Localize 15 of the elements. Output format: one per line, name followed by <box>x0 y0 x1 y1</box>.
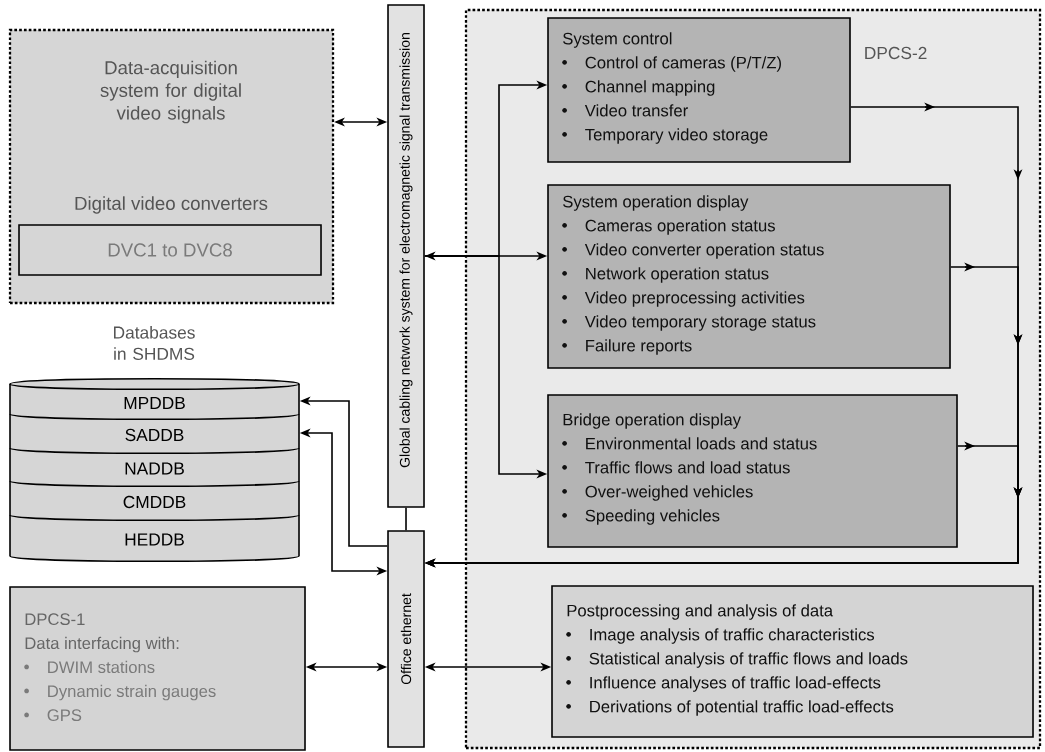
cabling-bar: Global cabling network system for electromagnetic signal transmission <box>387 4 425 508</box>
converter-box: DVC1 to DVC8 <box>18 224 322 276</box>
database-layer: CMDDB <box>9 495 300 522</box>
node-label: Databases in SHDMS <box>114 325 195 361</box>
connector-line <box>405 507 407 531</box>
process-box: DPCS-1 Data interfacing with: DWIM stations Dynamic strain gauges GPS <box>9 586 306 751</box>
process-box: Bridge operation display Environmental loads and status Traffic flows and load status Over-weighed vehicles Speeding vehicles <box>547 394 958 548</box>
process-box: System operation display Cameras operation status Video converter operation status Network operation status Video preprocessing activities Video temporary storage status Failure reports <box>547 184 951 369</box>
process-box: Postprocessing and analysis of data Image analysis of traffic characteristics Statistical analysis of traffic flows and loads Influence analyses of traffic load-effects Derivations of potential traffic load-effects <box>551 585 1034 738</box>
process-box: System control Control of cameras (P/T/Z) Channel mapping Video transfer Temporary video storage <box>547 17 851 163</box>
ethernet-bar: Office ethernet <box>387 530 425 748</box>
database-layer: HEDDB <box>125 533 184 546</box>
database-layer: MPDDB <box>9 397 300 421</box>
database-layer: SADDB <box>9 428 300 455</box>
database-layer: NADDB <box>9 462 300 488</box>
